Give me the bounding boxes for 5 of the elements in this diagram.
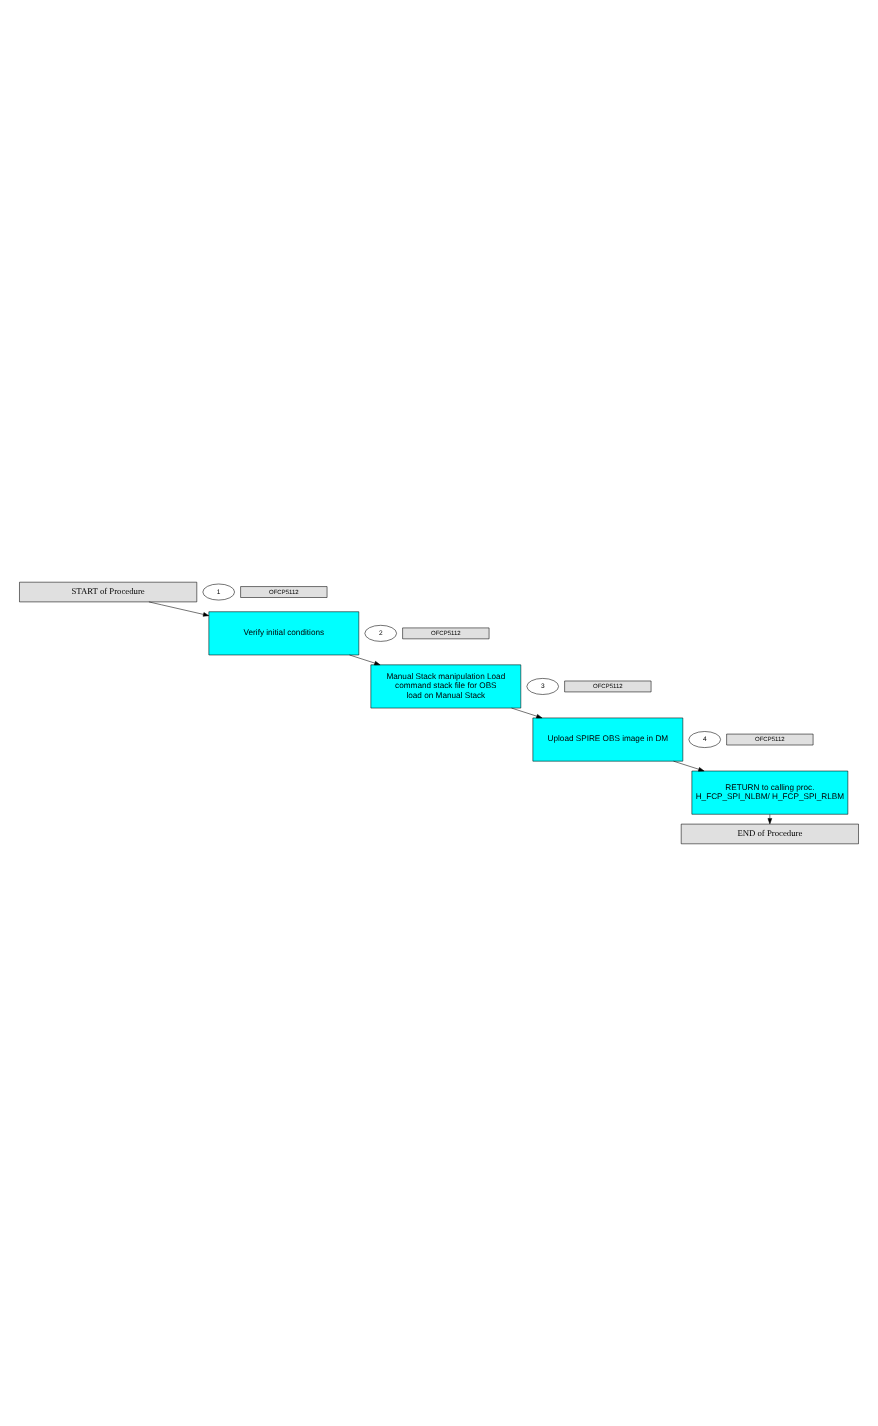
- arrow: [349, 654, 381, 666]
- arrow: [767, 814, 773, 825]
- arrow: [148, 601, 210, 617]
- arrow: [673, 760, 705, 772]
- arrow: [511, 707, 543, 719]
